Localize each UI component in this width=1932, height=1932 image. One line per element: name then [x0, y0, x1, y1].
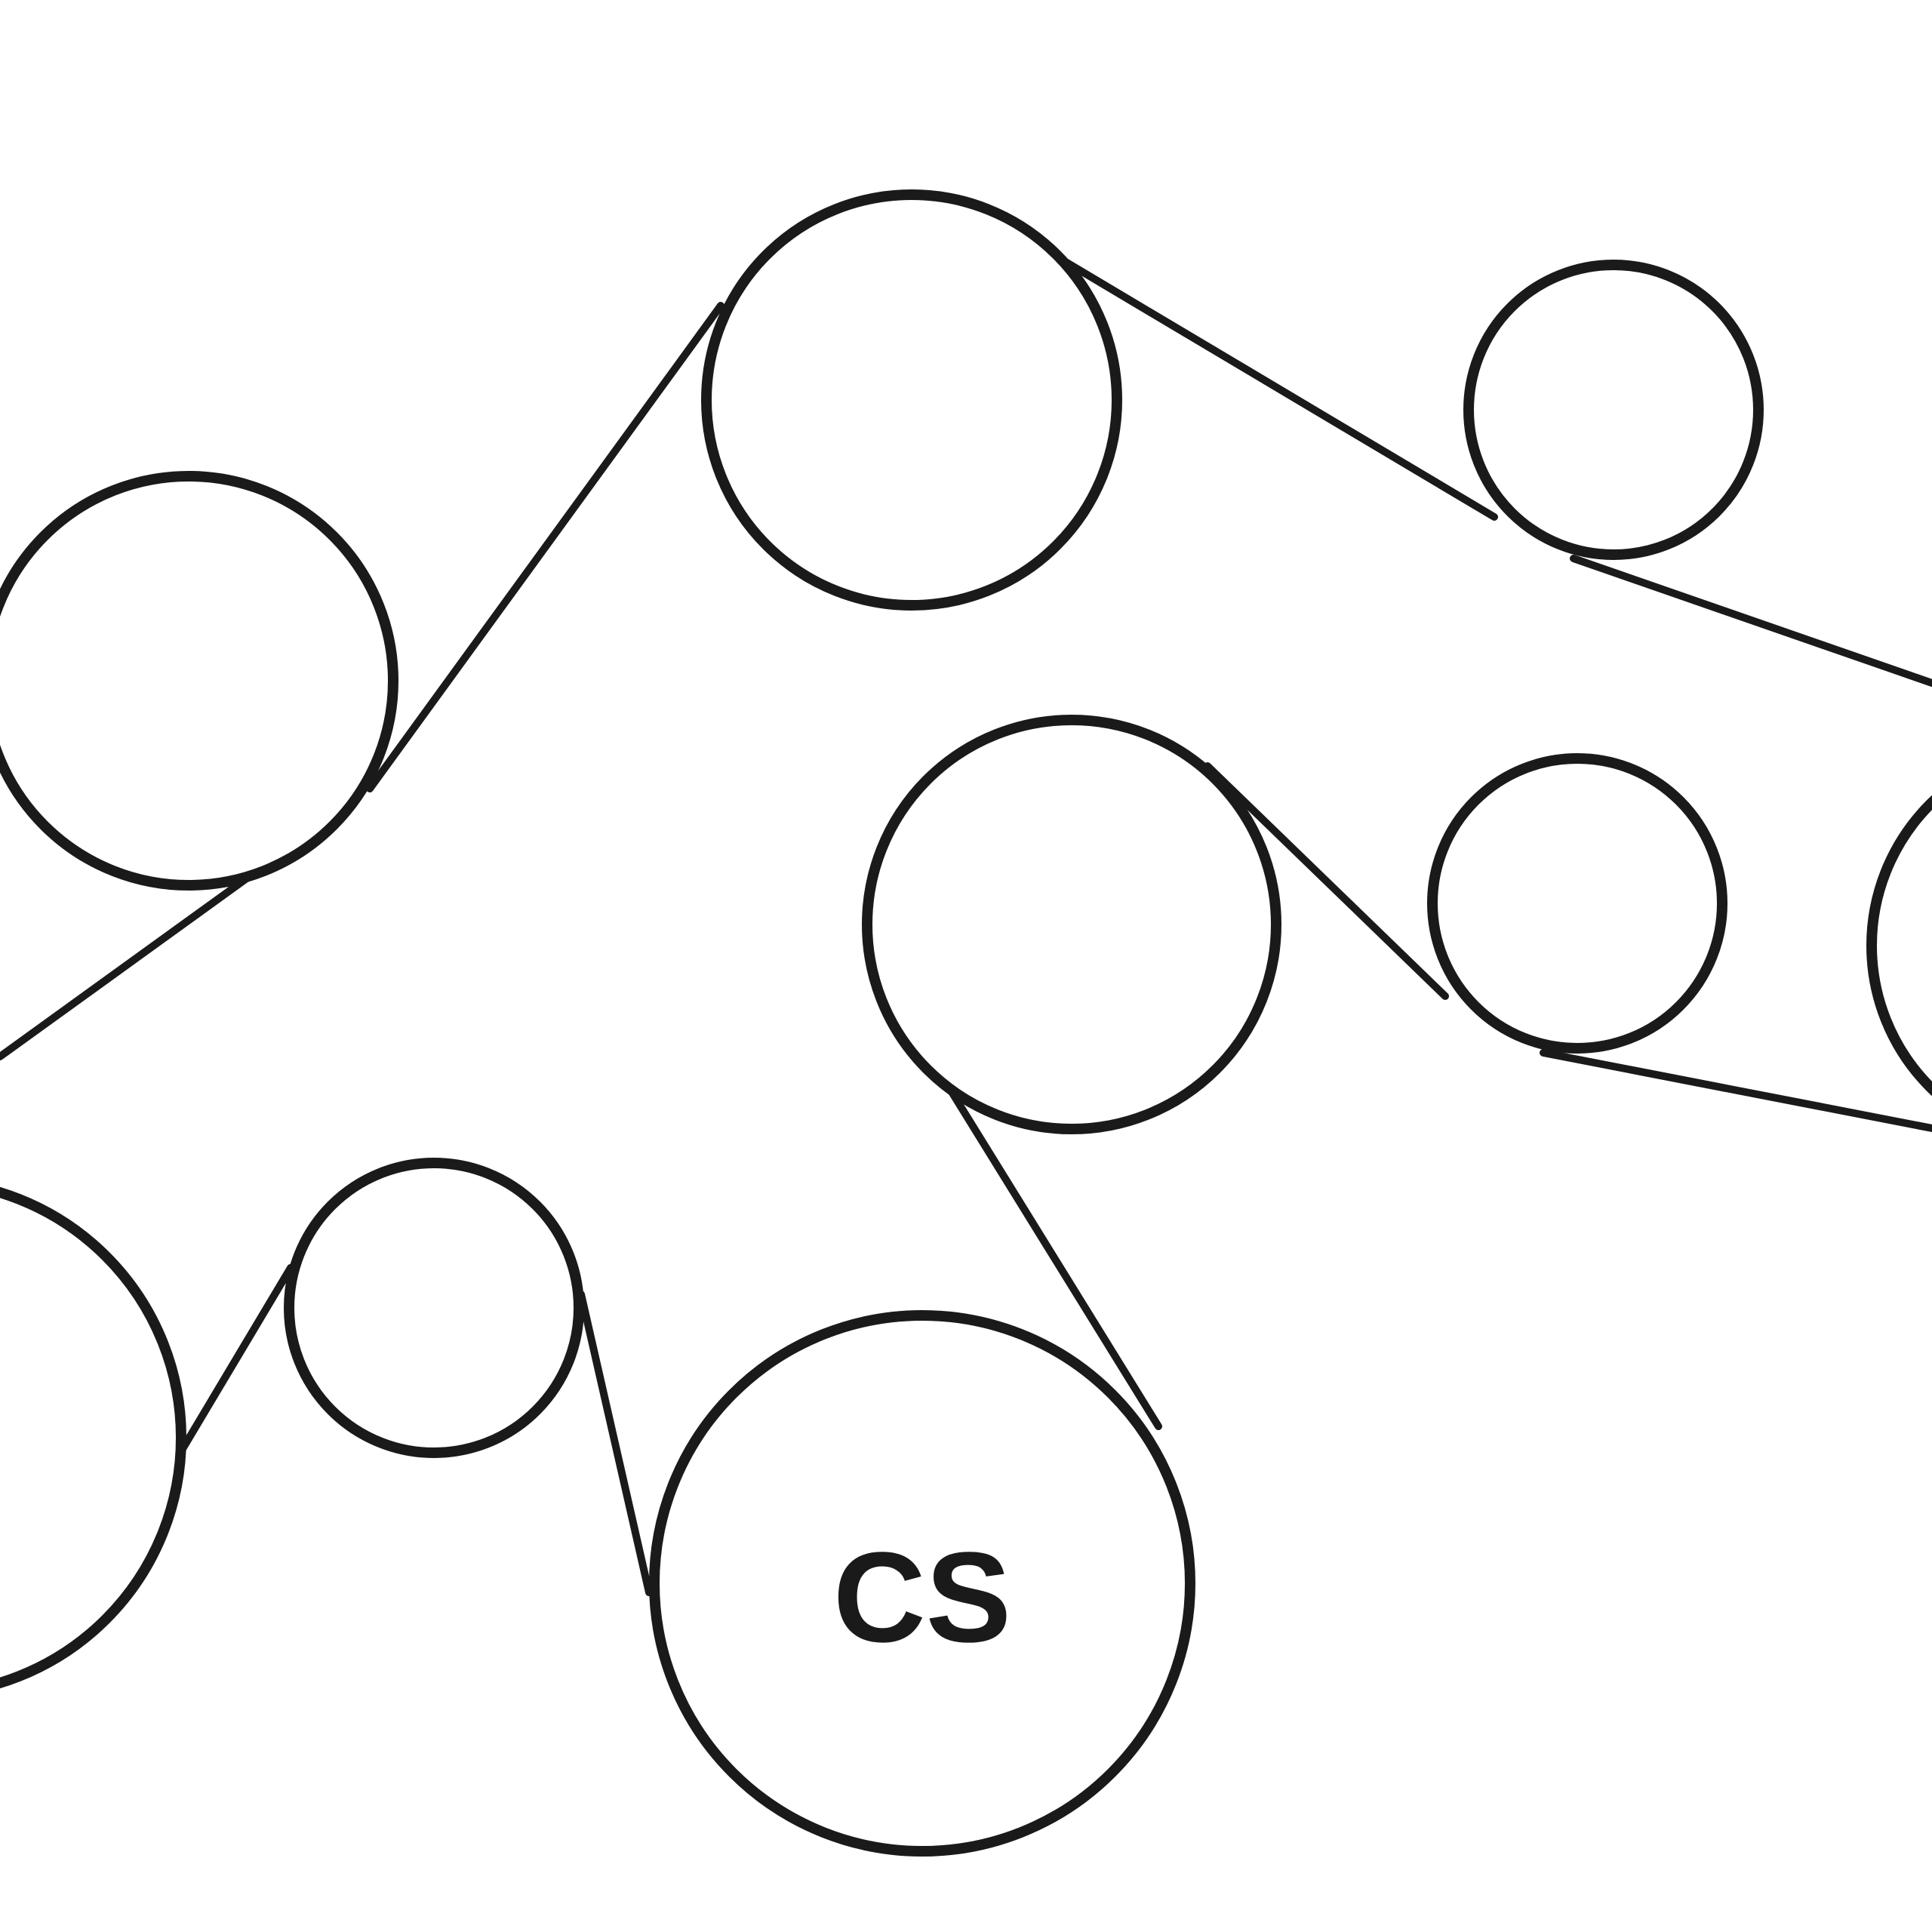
pulley-center: [862, 715, 1281, 1134]
pulley-far-right: [1866, 795, 1932, 1097]
pulley-top-right-idler: [1463, 260, 1764, 560]
pulleys: [0, 189, 1932, 1857]
pulley-bottom-left-idler: [284, 1158, 584, 1458]
belt-segment: [577, 1291, 653, 1596]
belt-segment: [1204, 762, 1449, 1000]
belt-segment: [366, 302, 724, 792]
pulley-top-center: [701, 189, 1122, 611]
belt-segment: [1034, 242, 1498, 521]
pulley-crankshaft: [649, 1310, 1195, 1857]
belt-segment: [1540, 1049, 1932, 1132]
pulley-left-upper: [0, 471, 398, 891]
pulley-far-left-lower: [0, 1186, 186, 1689]
pulley-center-right-idler: [1427, 753, 1727, 1054]
crankshaft-label: CS: [833, 1526, 1011, 1669]
belt-segment: [1570, 555, 1932, 687]
belt-segment: [0, 857, 275, 1060]
